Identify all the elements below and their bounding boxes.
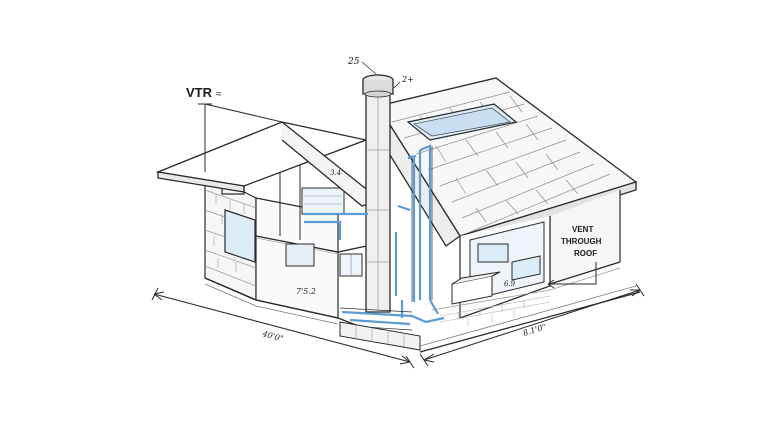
vent-label-line3: ROOF <box>574 249 597 258</box>
vent-leader <box>547 262 597 289</box>
foundation <box>339 321 421 351</box>
stack-side-label: 2+ <box>401 75 414 84</box>
vent-label-line1: VENT <box>572 225 593 234</box>
right-interior <box>451 221 545 305</box>
room-right-label: 6.9 <box>504 280 516 288</box>
skylight <box>406 103 518 141</box>
vtr-label: VTR <box>186 85 213 100</box>
vent-stack <box>362 74 394 313</box>
dimension-left <box>151 287 415 369</box>
stack-top-label: 25 <box>347 57 360 67</box>
left-roof <box>155 121 382 207</box>
left-interior <box>255 150 377 277</box>
dimension-left-label: 40'0" <box>261 329 285 343</box>
dimension-right <box>419 283 645 367</box>
vtr-leader <box>198 103 283 172</box>
room-upper-label: 3.4 <box>330 169 341 177</box>
stack-leader <box>361 61 401 89</box>
dimension-right-label: 8.1'0" <box>522 322 547 338</box>
vtr-suffix: ≈ <box>216 89 222 100</box>
vent-piping <box>304 144 445 326</box>
vent-label-line2: THROUGH <box>561 237 602 246</box>
room-lower-label: 7'5.2 <box>296 287 316 296</box>
